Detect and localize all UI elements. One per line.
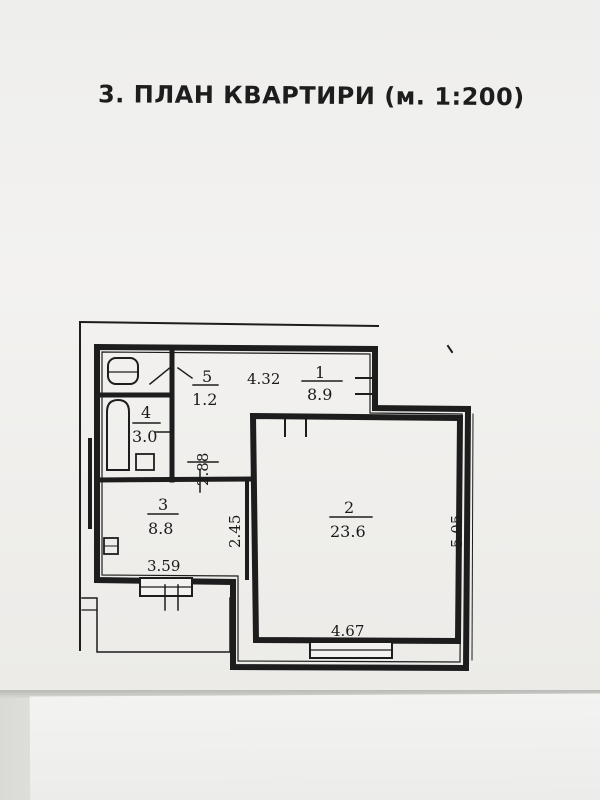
door-swing-hall — [176, 366, 194, 380]
room-3-number: 3 — [158, 495, 168, 514]
building-outline-top — [78, 320, 380, 328]
room-4-number: 4 — [141, 403, 151, 422]
room-2-walls — [249, 412, 464, 645]
toilet-icon — [107, 357, 139, 385]
room-1-number: 1 — [315, 363, 325, 382]
balcony-outline — [81, 597, 231, 653]
washbasin-icon — [135, 453, 155, 471]
room-4-area: 3.0 — [132, 427, 157, 446]
room-2-area: 23.6 — [330, 522, 366, 541]
room-1-area: 8.9 — [307, 385, 332, 404]
room-5-area: 1.2 — [192, 390, 217, 409]
door-swing-wc — [148, 364, 174, 386]
partition-bath-kitchen — [94, 476, 256, 483]
dim-kitchen-width: 3.59 — [147, 557, 180, 575]
dim-hall-length: 4.32 — [247, 370, 280, 388]
dim-kitchen-depth: 2.45 — [226, 515, 244, 548]
dim-bath-depth: 2.88 — [194, 453, 212, 486]
room-3-area: 8.8 — [148, 519, 173, 538]
room-2-number: 2 — [344, 498, 354, 517]
dim-main-room-depth: 5.05 — [448, 515, 466, 548]
bathtub-icon — [106, 398, 130, 471]
dim-main-room-width: 4.67 — [331, 622, 364, 640]
sheet-edge — [0, 690, 600, 698]
room-5-number: 5 — [202, 367, 212, 386]
apartment-walls-inner — [101, 351, 463, 663]
